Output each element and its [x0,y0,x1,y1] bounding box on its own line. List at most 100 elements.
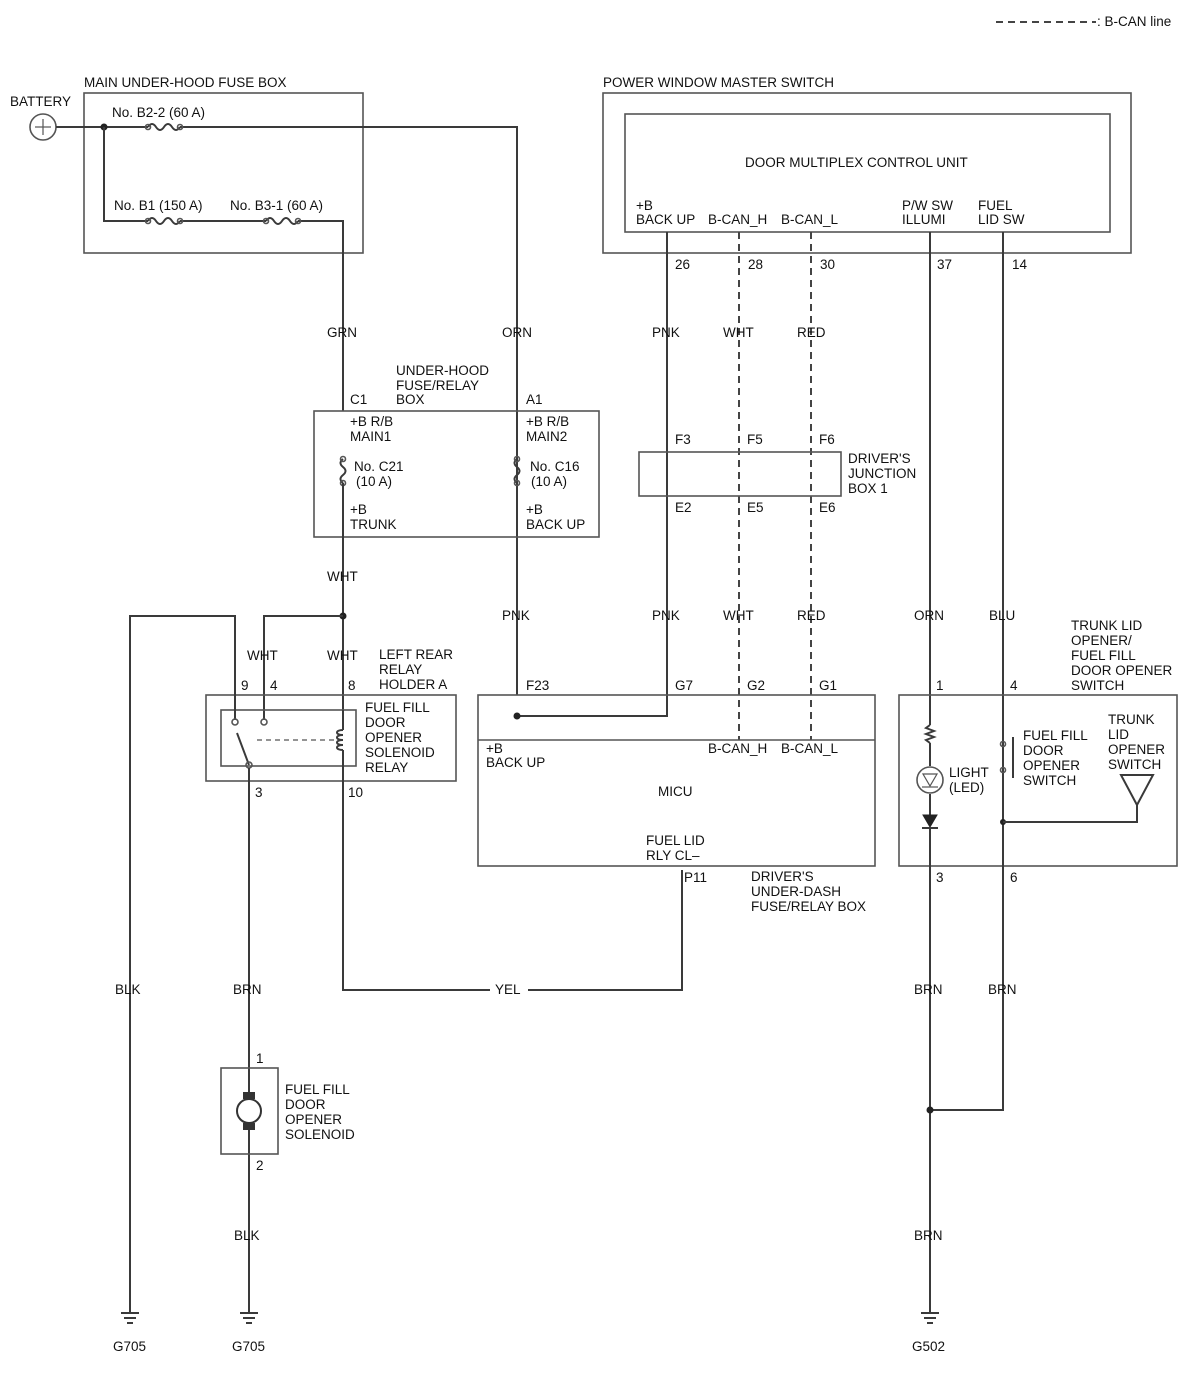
relay-contact-nc [231,718,239,726]
solenoid-label-4: SOLENOID [285,1127,355,1142]
wire-label-wht-5: WHT [327,648,358,663]
fuse-c16-icon [513,458,521,484]
pwms-pin-30: 30 [820,257,835,272]
djb-pin-e5: E5 [747,500,764,515]
fuse-c21-icon [339,458,347,484]
pwms-pin-14-label1: FUEL [978,198,1013,213]
micu-canh: B-CAN_H [708,741,767,756]
pwms-pin-14: 14 [1012,257,1028,272]
micu-pin-g7: G7 [675,678,693,693]
ground-g705-a: G705 [113,1312,146,1354]
djb-title-1: DRIVER'S [848,451,911,466]
trunk-lid-opener-switch: TRUNK LID OPENER/ FUEL FILL DOOR OPENER … [898,618,1178,885]
wire-label-red-2: RED [797,608,826,623]
wire-label-wht-4: WHT [247,648,278,663]
trunk-sw-title-3: FUEL FILL [1071,648,1136,663]
fuse-c16-label-1: No. C16 [530,459,580,474]
djb-title-2: JUNCTION [848,466,916,481]
light-led-label-1: LIGHT [949,765,989,780]
wire-wht-pin4 [263,615,343,720]
uh-box-main2-l2: MAIN2 [526,429,567,444]
battery-label: BATTERY [10,94,71,109]
trunk-sw-pin-4: 4 [1010,678,1018,693]
wire-label-pnk: PNK [652,325,680,340]
wire-b1-b31 [103,127,344,411]
light-led-icon [916,766,944,794]
micu-backup-l2: BACK UP [486,755,545,770]
solenoid-label-2: DOOR [285,1097,326,1112]
micu-box-1: DRIVER'S [751,869,814,884]
micu-title: MICU [658,784,693,799]
relay-pin-8: 8 [348,678,356,693]
micu-backup-l1: +B [486,741,503,756]
pwms-pin-26-label1: +B [636,198,653,213]
relay-switch-arm [236,732,250,766]
wire-label-pnk-3: PNK [652,608,680,623]
fuse-c16-label-2: (10 A) [531,474,567,489]
resistor-icon [923,724,937,744]
wire-blk-pin9 [129,615,236,1312]
uh-box-main1-l2: MAIN1 [350,429,391,444]
uh-box-backup-l2: BACK UP [526,517,585,532]
relay-pin-9: 9 [241,678,249,693]
djb-title-3: BOX 1 [848,481,888,496]
uh-box-title-2: FUSE/RELAY [396,378,479,393]
uh-box-pin-c1: C1 [350,392,367,407]
wire-label-brn-3: BRN [988,982,1017,997]
pwms-pin-28-label: B-CAN_H [708,212,767,227]
uh-box-trunk-l2: TRUNK [350,517,397,532]
wire-label-orn-2: ORN [914,608,944,623]
power-window-master-switch: POWER WINDOW MASTER SWITCH DOOR MULTIPLE… [602,75,1132,272]
solenoid-label-3: OPENER [285,1112,342,1127]
tl-switch-label-2: LID [1108,727,1129,742]
ground-g502: G502 [912,1312,945,1354]
relay-coil-icon [336,729,344,751]
solenoid-pin-2: 2 [256,1158,264,1173]
diode-icon [922,814,938,828]
fuel-fill-door-opener-solenoid: 1 2 FUEL FILL DOOR OPENER SOLENOID [220,1051,355,1173]
fuse-b1-label: No. B1 (150 A) [114,198,203,213]
wire-trunk-sw [1003,805,1138,823]
wire-label-brn-4: BRN [914,1228,943,1243]
wire-label-pnk-2: PNK [502,608,530,623]
wire-label-blu: BLU [989,608,1015,623]
legend: : B-CAN line [996,14,1171,29]
wire-label-yel: YEL [495,982,521,997]
micu-box-2: UNDER-DASH [751,884,841,899]
uh-box-title-3: BOX [396,392,425,407]
ff-switch-label-3: OPENER [1023,758,1080,773]
relay-contact-no [260,718,268,726]
fuse-c21-label-1: No. C21 [354,459,404,474]
wire-label-blk: BLK [115,982,141,997]
relay-name-5: RELAY [365,760,408,775]
fuse-b1-icon [147,217,181,225]
solenoid-pin-1: 1 [256,1051,264,1066]
relay-holder-title-2: RELAY [379,662,422,677]
micu-rly-l2: RLY CL– [646,848,700,863]
micu-pin-g1: G1 [819,678,837,693]
relay-name-1: FUEL FILL [365,700,430,715]
trunk-sw-title-1: TRUNK LID [1071,618,1143,633]
pwms-pin-26: 26 [675,257,690,272]
djb-pin-f6: F6 [819,432,835,447]
legend-label: : B-CAN line [1097,14,1171,29]
uh-box-main2-l1: +B R/B [526,414,569,429]
tl-switch-label-4: SWITCH [1108,757,1161,772]
trunk-sw-pin-3: 3 [936,870,944,885]
wire-label-wht-3: WHT [327,569,358,584]
wire-pnk-backup [517,232,668,717]
dmcu-title: DOOR MULTIPLEX CONTROL UNIT [745,155,968,170]
relay-pin-10: 10 [348,785,363,800]
wire-brn-pin6 [930,822,1004,1111]
trunk-lid-switch-icon [1119,774,1155,808]
wire-label-wht-2: WHT [723,608,754,623]
micu-pin-f23: F23 [526,678,549,693]
pwms-pin-26-label2: BACK UP [636,212,695,227]
relay-holder-title-3: HOLDER A [379,677,447,692]
pwms-title: POWER WINDOW MASTER SWITCH [603,75,834,90]
fuse-b31-label: No. B3-1 (60 A) [230,198,323,213]
micu-pin-p11: P11 [684,870,707,885]
fuse-b22-icon [147,123,181,131]
trunk-sw-title-5: SWITCH [1071,678,1124,693]
uh-box-backup-l1: +B [526,502,543,517]
